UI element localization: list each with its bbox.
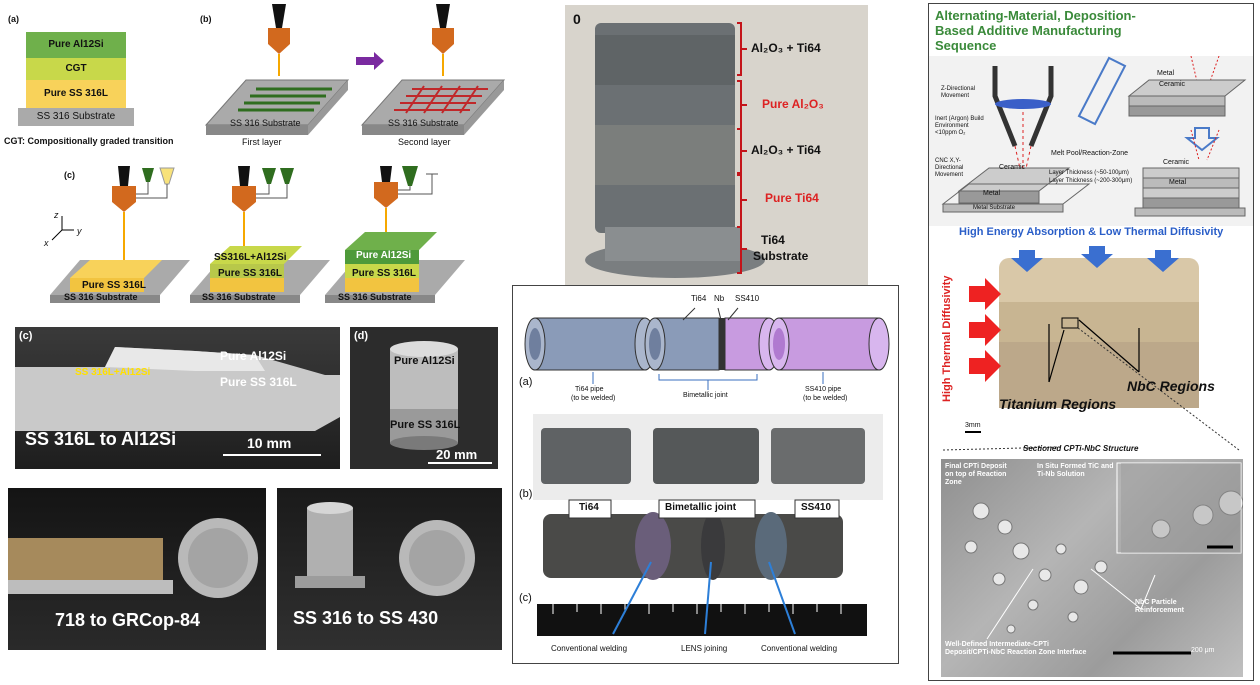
sem-label-4: Well-Defined Intermediate-CPTi Deposit/C… — [945, 641, 1087, 656]
s3-substrate: SS 316 Substrate — [338, 292, 412, 302]
nbc-regions: NbC Regions — [1127, 378, 1215, 394]
ti-regions: Titanium Regions — [999, 396, 1117, 412]
ceramic-label-3: Ceramic — [1163, 159, 1190, 166]
axis-y: y — [77, 226, 82, 236]
photo-c-caption: SS 316L to Al12Si — [25, 429, 177, 449]
sem-image: Final CPTi Deposit on top of Reaction Zo… — [941, 459, 1243, 677]
thick-1: Layer Thickness (~50-100μm) — [1049, 170, 1129, 176]
tag-ss410: SS410 — [801, 502, 832, 513]
pipe-label-a: (a) — [519, 376, 533, 388]
energy-label: High Energy Absorption & Low Thermal Dif… — [959, 226, 1224, 238]
sem-label-3: NbC Particle Reinforcement — [1135, 599, 1185, 614]
thick-2: Layer Thickness (~200-300μm) — [1049, 178, 1133, 184]
axis-x: x — [44, 238, 49, 248]
layer-substrate: SS 316 Substrate — [18, 108, 134, 126]
substrate-label-2: SS 316 Substrate — [388, 118, 459, 128]
cyl-layer-5: Ti64 — [761, 233, 785, 247]
cyl-layer-3: Al₂O₃ + Ti64 — [751, 143, 821, 157]
metal-label-2: Metal — [1157, 70, 1175, 77]
ceramic-label-1: Ceramic — [999, 164, 1026, 171]
substrate-label-a: Metal Substrate — [973, 205, 1016, 211]
cyl-layer-1: Al₂O₃ + Ti64 — [751, 41, 821, 55]
photo-d-bottom: Pure SS 316L — [390, 419, 461, 431]
s1-substrate: SS 316 Substrate — [64, 292, 138, 302]
metal-label-1: Metal — [983, 190, 1001, 197]
second-layer-label: Second layer — [398, 137, 451, 147]
cyl-layer-2: Pure Al₂O₃ — [762, 97, 824, 111]
weld-lens: LENS joining — [681, 644, 728, 653]
photo-718-grcop: 718 to GRCop-84 — [8, 488, 266, 650]
tag-ti64: Ti64 — [579, 502, 599, 513]
right-pipe-2: (to be welded) — [803, 395, 848, 402]
meltpool-label: Melt Pool/Reaction-Zone — [1051, 150, 1129, 157]
right-pipe-1: SS410 pipe — [805, 386, 842, 393]
am-title: Alternating-Material, Deposition-Based A… — [935, 8, 1136, 53]
substrate-label-1: SS 316 Substrate — [230, 118, 301, 128]
photo-c-label: (c) — [19, 330, 33, 342]
photo-c-mid: SS 316L+Al12Si — [75, 367, 151, 378]
cyl-layer-4: Pure Ti64 — [765, 191, 819, 205]
layer-al12si: Pure Al12Si — [26, 32, 126, 58]
pipe-ss410: SS410 — [735, 294, 760, 303]
panel-c-drawing — [50, 166, 465, 303]
left-pipe-1: Ti64 pipe — [575, 386, 604, 393]
joint-label: Bimetallic joint — [683, 392, 728, 399]
photo-c-top: Pure Al12Si — [220, 349, 287, 363]
ceramic-label-2: Ceramic — [1159, 81, 1186, 88]
s2-layer-mid: Pure SS 316L — [218, 268, 282, 279]
photo-d: (d) Pure Al12Si Pure SS 316L 20 mm — [350, 327, 498, 469]
photo-c-scale: 10 mm — [247, 435, 292, 451]
layer-ss316l: Pure SS 316L — [26, 80, 126, 108]
pipe-label-b: (b) — [519, 488, 533, 500]
right-panel: Alternating-Material, Deposition-Based A… — [928, 3, 1254, 681]
side-inert: Inert (Argon) Build Environment <10ppm O… — [935, 116, 984, 136]
photo-ss316-caption: SS 316 to SS 430 — [293, 608, 439, 628]
cgt-caption: CGT: Compositionally graded transition — [4, 136, 174, 146]
photo-d-top: Pure Al12Si — [394, 355, 455, 367]
photo-c-bottom: Pure SS 316L — [220, 375, 297, 389]
panel-c-label: (c) — [64, 170, 75, 180]
cylinder-label: 0 — [573, 11, 581, 27]
weld-right: Conventional welding — [761, 644, 838, 653]
sem-label-2: In Situ Formed TiC and Ti-Nb Solution — [1037, 463, 1114, 478]
photo-cylinder: 0 Al₂O₃ + Ti64 Pure Al₂O₃ Al₂O₃ + Ti64 P… — [565, 5, 868, 285]
s3-layer-mid: Pure SS 316L — [352, 268, 416, 279]
left-pipe-2: (to be welded) — [571, 395, 616, 402]
panel-b-label: (b) — [200, 14, 212, 24]
layer-cgt: CGT — [26, 58, 126, 80]
side-z: Z-Directional Movement — [941, 86, 976, 99]
panel-a-label: (a) — [8, 14, 19, 24]
s1-layer: Pure SS 316L — [82, 280, 146, 291]
photo-c: (c) Pure Al12Si SS 316L+Al12Si Pure SS 3… — [15, 327, 340, 469]
tag-joint: Bimetallic joint — [665, 502, 737, 513]
photo-d-label: (d) — [354, 330, 369, 342]
sem-scale: 200 μm — [1191, 647, 1215, 654]
thermal-label: High Thermal Diffusivity — [941, 275, 953, 402]
pipe-label-c: (c) — [519, 592, 532, 604]
pipe-ti64: Ti64 — [691, 294, 707, 303]
axis-z: z — [54, 210, 59, 220]
photo-718-caption: 718 to GRCop-84 — [55, 610, 201, 630]
block-scale: 3mm — [965, 422, 981, 429]
sem-label-1: Final CPTi Deposit on top of Reaction Zo… — [945, 463, 1007, 486]
photo-ss316-ss430: SS 316 to SS 430 — [277, 488, 502, 650]
s2-substrate: SS 316 Substrate — [202, 292, 276, 302]
photo-d-scale: 20 mm — [436, 447, 478, 462]
bimetallic-panel: Ti64 Nb SS410 (a) Ti64 pipe (to be welde… — [512, 285, 899, 664]
s2-layer-top: SS316L+Al12Si — [214, 252, 287, 263]
cyl-layer-6: Substrate — [753, 249, 809, 263]
weld-left: Conventional welding — [551, 644, 628, 653]
sectioned-label: Sectioned CPTi-NbC Structure — [1023, 444, 1139, 453]
metal-label-3: Metal — [1169, 179, 1187, 186]
side-cnc: CNC X,Y-Directional Movement — [935, 158, 964, 178]
s3-layer-top: Pure Al12Si — [356, 250, 412, 261]
first-layer-label: First layer — [242, 137, 282, 147]
panel-b-drawing — [204, 4, 506, 135]
pipe-nb: Nb — [714, 294, 725, 303]
